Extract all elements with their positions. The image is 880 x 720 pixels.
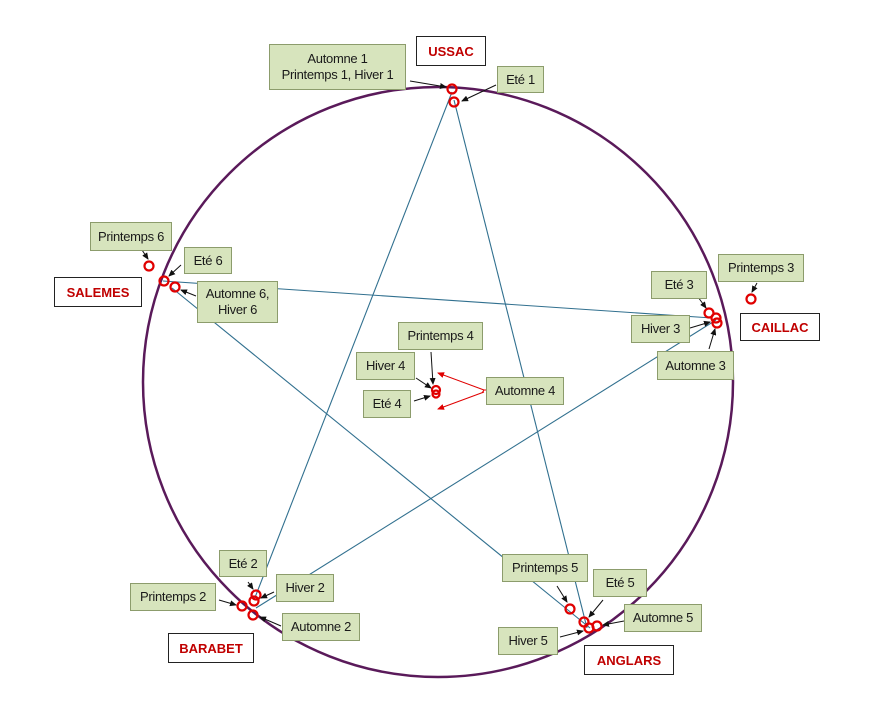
arrow-printemps-3 bbox=[751, 282, 758, 293]
label-printemps-3: Printemps 3 bbox=[718, 254, 804, 282]
red-arrow-automne-4-up bbox=[437, 372, 485, 391]
arrow-ete-4 bbox=[413, 394, 431, 402]
line-ussac-anglars bbox=[453, 99, 588, 629]
label-ete-1: Eté 1 bbox=[497, 66, 544, 93]
label-ussac-group: Automne 1 Printemps 1, Hiver 1 bbox=[269, 44, 406, 90]
label-ete-5: Eté 5 bbox=[593, 569, 647, 597]
label-hiver-4: Hiver 4 bbox=[356, 352, 415, 380]
point-automne-6 bbox=[169, 281, 181, 293]
label-automne-2: Automne 2 bbox=[282, 613, 360, 641]
point-printemps-2 bbox=[236, 600, 248, 612]
site-caillac: CAILLAC bbox=[740, 313, 820, 341]
label-printemps-hiver-1: Printemps 1, Hiver 1 bbox=[281, 67, 394, 82]
label-automne-3: Automne 3 bbox=[657, 351, 734, 380]
point-hiver-3 bbox=[710, 312, 722, 324]
label-ete-6: Eté 6 bbox=[184, 247, 232, 274]
point-ete-5 bbox=[578, 616, 590, 628]
line-barabet-caillac bbox=[255, 319, 717, 609]
label-ete-4: Eté 4 bbox=[363, 390, 411, 418]
point-printemps-4 bbox=[430, 384, 442, 396]
label-automne-hiver-6: Automne 6, Hiver 6 bbox=[197, 281, 278, 323]
label-hiver-2: Hiver 2 bbox=[276, 574, 334, 602]
label-printemps-4: Printemps 4 bbox=[398, 322, 483, 350]
arrow-hiver-5 bbox=[559, 629, 584, 638]
point-automne-2 bbox=[247, 609, 259, 621]
point-printemps-6 bbox=[143, 260, 155, 272]
label-printemps-5: Printemps 5 bbox=[502, 554, 588, 582]
point-ete-6 bbox=[158, 275, 170, 287]
point-ete-4 bbox=[431, 389, 441, 399]
site-salemes: SALEMES bbox=[54, 277, 142, 307]
point-printemps-3 bbox=[745, 293, 757, 305]
point-automne-3 bbox=[711, 317, 723, 329]
arrow-ete-2 bbox=[247, 581, 254, 590]
line-ussac-barabet bbox=[253, 91, 453, 601]
label-printemps-6: Printemps 6 bbox=[90, 222, 172, 251]
arrow-ete-5 bbox=[588, 599, 604, 618]
arrow-ete-1 bbox=[461, 84, 497, 102]
label-automne-1: Automne 1 bbox=[307, 51, 368, 66]
label-automne-4: Automne 4 bbox=[486, 377, 564, 405]
red-bracket-automne-4 bbox=[481, 389, 486, 394]
arrow-ete-6 bbox=[168, 264, 182, 277]
red-arrow-automne-4-down bbox=[437, 391, 485, 410]
label-hiver-5: Hiver 5 bbox=[498, 627, 558, 655]
arrow-hiver-3 bbox=[689, 320, 711, 329]
arrow-automne-5 bbox=[602, 620, 625, 627]
arrow-ussac-1 bbox=[409, 80, 447, 89]
arrow-printemps-6 bbox=[141, 249, 149, 260]
point-hiver-2 bbox=[248, 595, 260, 607]
boundary-circle bbox=[141, 85, 735, 679]
arrow-printemps5 bbox=[556, 585, 568, 603]
point-ete-1 bbox=[448, 96, 460, 108]
arrow-printemps-2 bbox=[218, 599, 237, 607]
point-ussac-1 bbox=[446, 83, 458, 95]
site-ussac: USSAC bbox=[416, 36, 486, 66]
label-hiver-6: Hiver 6 bbox=[217, 302, 258, 317]
point-automne-5 bbox=[591, 620, 603, 632]
point-printemps-5 bbox=[564, 603, 576, 615]
arrow-automne-6 bbox=[180, 289, 197, 297]
label-hiver-3: Hiver 3 bbox=[631, 315, 690, 343]
arrow-printemps-4 bbox=[429, 351, 436, 385]
site-barabet: BARABET bbox=[168, 633, 254, 663]
label-printemps-2: Printemps 2 bbox=[130, 583, 216, 611]
arrow-hiver-2 bbox=[260, 591, 275, 599]
arrow-hiver-4 bbox=[415, 377, 432, 389]
site-anglars: ANGLARS bbox=[584, 645, 674, 675]
label-automne-6: Automne 6, bbox=[205, 286, 270, 301]
arrow-automne-3 bbox=[708, 328, 717, 350]
label-automne-5: Automne 5 bbox=[624, 604, 702, 632]
arrow-automne-2 bbox=[259, 616, 282, 627]
label-ete-2: Eté 2 bbox=[219, 550, 267, 577]
label-ete-3: Eté 3 bbox=[651, 271, 707, 299]
